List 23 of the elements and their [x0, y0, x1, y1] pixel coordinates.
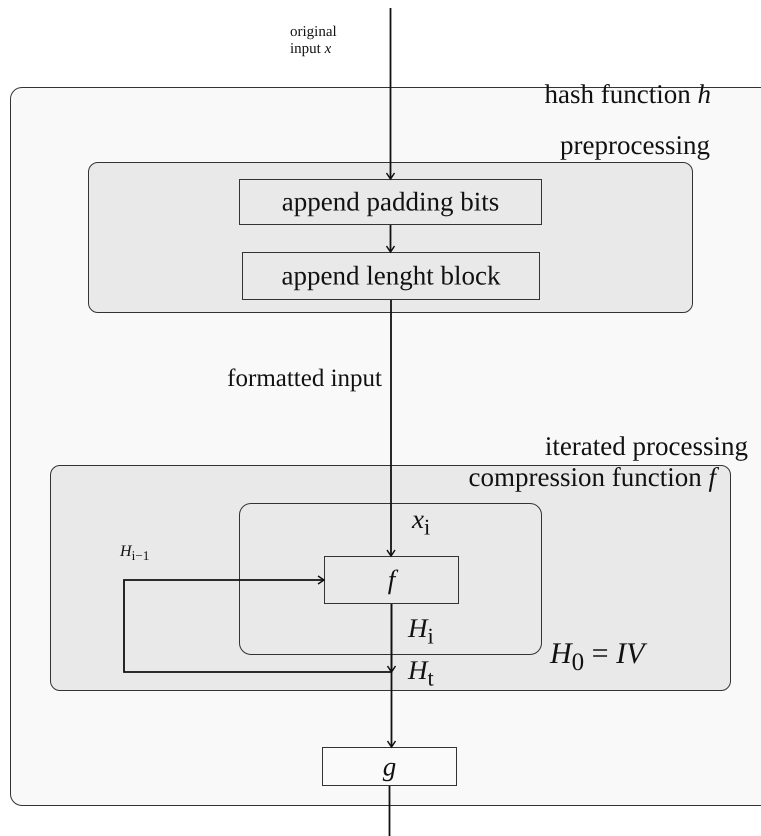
arrow: [386, 8, 396, 180]
edge-label: original input x: [290, 24, 338, 58]
process-box: [242, 252, 540, 300]
math-label: H$_{i}$: [408, 613, 434, 650]
box-label: f: [325, 564, 458, 596]
process-box: [239, 179, 542, 225]
panel-heading: hash function h: [544, 79, 711, 110]
arrow: [123, 575, 392, 673]
arrow: [386, 300, 396, 557]
panel-heading: preprocessing: [559, 130, 710, 162]
box-label: append lenght block: [280, 260, 502, 292]
connector-line: [388, 786, 390, 836]
box-label: g: [382, 750, 398, 782]
math-label: H$_{0}$ = IV: [550, 637, 700, 678]
box-label: append padding bits: [280, 186, 500, 218]
math-label: H$_{t}$: [408, 655, 434, 692]
panel-heading: iterated processing: [544, 431, 748, 462]
function-box: [324, 556, 459, 604]
edge-label: formatted input: [226, 365, 382, 394]
edge-label: H$_{i−1}$: [120, 543, 150, 564]
arrow: [386, 225, 396, 253]
math-label: x$_{i}$: [412, 504, 430, 540]
function-box: [322, 747, 457, 786]
